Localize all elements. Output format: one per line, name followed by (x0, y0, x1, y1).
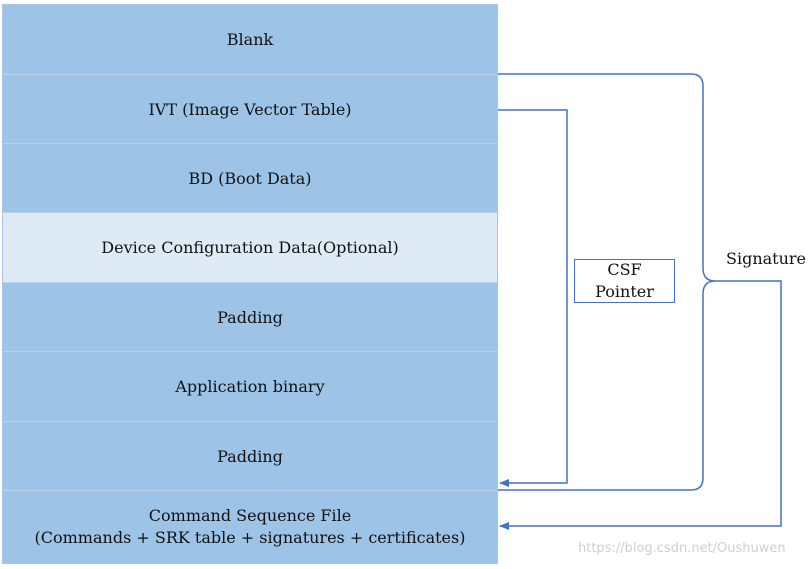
block-ivt: IVT (Image Vector Table) (3, 75, 497, 144)
block-command-sequence-file: Command Sequence File (Commands + SRK ta… (3, 491, 497, 563)
block-padding-1: Padding (3, 283, 497, 352)
memory-layout-stack: Blank IVT (Image Vector Table) BD (Boot … (2, 4, 498, 564)
block-padding-1-label: Padding (217, 307, 283, 327)
block-padding-2-label: Padding (217, 446, 283, 466)
signature-arrow (499, 280, 782, 530)
csf-block-line2: (Commands + SRK table + signatures + cer… (34, 528, 466, 547)
csf-pointer-box: CSF Pointer (574, 259, 675, 303)
block-device-config-data-label: Device Configuration Data(Optional) (101, 238, 399, 257)
csf-pointer-line1: CSF (607, 260, 642, 279)
block-device-config-data: Device Configuration Data(Optional) (3, 213, 497, 283)
csf-pointer-arrow (498, 109, 568, 487)
csf-block-line1: Command Sequence File (148, 506, 352, 525)
signature-label: Signature (726, 249, 807, 268)
block-ivt-label: IVT (Image Vector Table) (148, 99, 352, 119)
csf-pointer-line2: Pointer (595, 282, 654, 301)
block-boot-data: BD (Boot Data) (3, 144, 497, 213)
block-application-binary-label: Application binary (175, 377, 325, 396)
block-boot-data-label: BD (Boot Data) (188, 168, 312, 188)
watermark: https://blog.csdn.net/Oushuwen (578, 541, 786, 556)
block-application-binary: Application binary (3, 352, 497, 422)
block-padding-2: Padding (3, 422, 497, 491)
block-blank-label: Blank (226, 30, 274, 49)
block-blank: Blank (3, 5, 497, 75)
